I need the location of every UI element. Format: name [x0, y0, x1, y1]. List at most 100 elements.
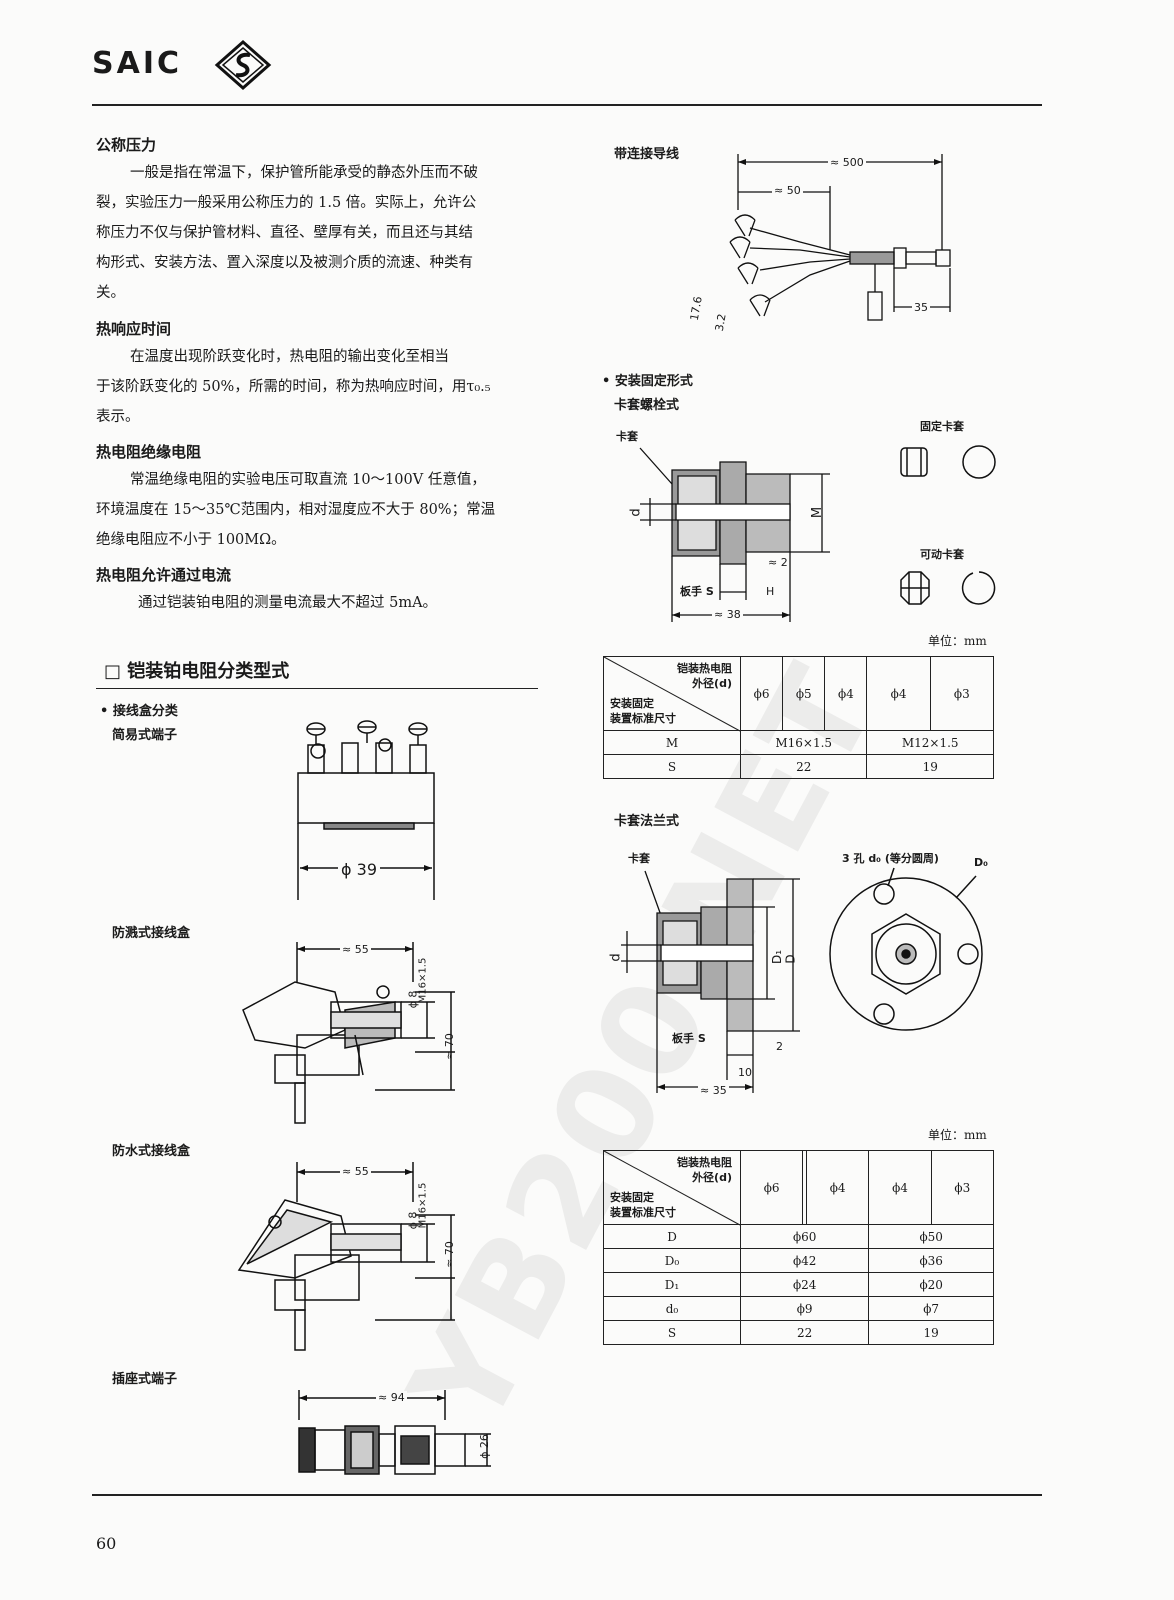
label-simple-terminal: 简易式端子: [112, 728, 178, 743]
label-waterproof-box: 防水式接线盒: [112, 1144, 191, 1159]
movable-ferrule-icon: [900, 571, 996, 605]
bolt-type-title: 卡套螺栓式: [614, 398, 680, 413]
flange-label-2: 2: [776, 1040, 783, 1053]
cell-value: 22: [739, 1320, 870, 1345]
dim-70-waterproof: ≈ 70: [442, 1241, 456, 1268]
row-label: d₀: [603, 1296, 741, 1321]
dim-55-waterproof: ≈ 55: [340, 1165, 371, 1178]
text-line: 在温度出现阶跃变化时，热电阻的输出变化至相当: [130, 349, 449, 365]
table-row: D₀ ϕ42 ϕ36: [603, 1248, 994, 1273]
label-splash-box: 防溅式接线盒: [112, 926, 191, 941]
para-response-time: 在温度出现阶跃变化时，热电阻的输出变化至相当 于该阶跃变化的 50%，所需的时间…: [96, 342, 556, 432]
text-line: 裂，实验压力一般采用公称压力的 1.5 倍。实际上，允许公: [96, 195, 477, 211]
flange-label-D1: D₁: [770, 949, 785, 965]
brand-name: SAIC: [92, 46, 183, 81]
section-rule: [96, 688, 538, 689]
flange-label-wrench: 板手 S: [672, 1032, 706, 1045]
label-D0: D₀: [974, 856, 988, 869]
col-header: ϕ3: [929, 656, 995, 731]
row-label: S: [603, 754, 741, 779]
flange-label-35: ≈ 35: [698, 1084, 729, 1097]
para-insulation-resistance: 常温绝缘电阻的实验电压可取直流 10～100V 任意值， 环境温度在 15～35…: [96, 465, 556, 555]
flange-label-D: D: [783, 954, 798, 964]
text-line: 关。: [96, 285, 125, 301]
cell-value: ϕ60: [739, 1224, 870, 1249]
label-fixed-ferrule: 固定卡套: [920, 420, 964, 433]
flange-label-d: d: [608, 953, 624, 962]
header-outer-diameter: 铠装热电阻外径(d): [677, 1156, 732, 1184]
label-ferrule: 卡套: [616, 430, 638, 443]
table-row: D₁ ϕ24 ϕ20: [603, 1272, 994, 1297]
label-approx-38: ≈ 38: [712, 608, 743, 621]
dim-m16-splash: M16×1.5: [417, 957, 429, 1004]
unit-label-1: 单位：mm: [928, 634, 987, 648]
label-approx-2: ≈ 2: [768, 556, 788, 569]
row-label: D₁: [603, 1272, 741, 1297]
text-line: 一般是指在常温下，保护管所能承受的静态外压而不破: [130, 165, 478, 181]
cell-value: M16×1.5: [739, 730, 868, 755]
fixed-ferrule-icon: [900, 445, 996, 479]
text-line: 常温绝缘电阻的实验电压可取直流 10～100V 任意值，: [130, 472, 486, 488]
col-header: ϕ4: [824, 656, 868, 731]
table-header-diagonal: 铠装热电阻外径(d) 安装固定装置标准尺寸: [603, 1150, 741, 1226]
dim-50: ≈ 50: [772, 184, 803, 197]
table-header-diagonal: 铠装热电阻外径(d) 安装固定装置标准尺寸: [603, 656, 741, 732]
dim-35: 35: [912, 301, 930, 314]
dim-55-splash: ≈ 55: [340, 943, 371, 956]
text-line: 构形式、安装方法、置入深度以及被测介质的流速、种类有: [96, 255, 473, 271]
cell-value: M12×1.5: [866, 730, 994, 755]
table-row: S 22 19: [603, 754, 994, 779]
flange-type-title: 卡套法兰式: [614, 814, 680, 829]
header-outer-diameter: 铠装热电阻外径(d): [677, 662, 732, 690]
flange-side-drawing: [621, 870, 800, 1093]
page-number: 60: [96, 1534, 117, 1553]
cell-value: ϕ50: [868, 1224, 994, 1249]
cell-value: 19: [868, 1320, 994, 1345]
heading-response-time: 热响应时间: [96, 320, 172, 338]
label-wrench-s: 板手 S: [680, 585, 714, 598]
col-header: ϕ4: [806, 1150, 870, 1225]
text-line: 表示。: [96, 409, 140, 425]
label-d: d: [628, 508, 644, 517]
dim-m16-waterproof: M16×1.5: [417, 1182, 429, 1229]
row-label: M: [603, 730, 741, 755]
table-row: D ϕ60 ϕ50: [603, 1224, 994, 1249]
dim-phi26: ϕ 26: [477, 1434, 491, 1459]
heading-insulation-resistance: 热电阻绝缘电阻: [96, 443, 202, 461]
waterproof-box-drawing: [237, 1162, 455, 1351]
text-line: 通过铠装铂电阻的测量电流最大不超过 5mA。: [138, 595, 438, 611]
bolt-type-drawing: [639, 447, 830, 622]
heading-allowable-current: 热电阻允许通过电流: [96, 566, 232, 584]
flange-front-drawing: [829, 867, 983, 1031]
dim-500: ≈ 500: [828, 156, 866, 169]
cell-value: ϕ24: [739, 1272, 870, 1297]
dim-94: ≈ 94: [376, 1391, 407, 1404]
text-line: 于该阶跃变化的 50%，所需的时间，称为热响应时间，用τ₀.₅: [96, 379, 491, 395]
junction-box-bullet: • 接线盒分类: [100, 704, 178, 719]
flange-dimension-table: 铠装热电阻外径(d) 安装固定装置标准尺寸 ϕ6 ϕ4 ϕ4 ϕ3 D ϕ60 …: [603, 1150, 995, 1345]
cell-value: ϕ7: [868, 1296, 994, 1321]
label-flange-ferrule: 卡套: [628, 852, 650, 865]
text-line: 称压力不仅与保护管材料、直径、壁厚有关，而且还与其结: [96, 225, 473, 241]
footer-rule: [92, 1494, 1042, 1496]
dim-70-splash: ≈ 70: [442, 1033, 456, 1060]
row-label: D: [603, 1224, 741, 1249]
flange-label-10: 10: [738, 1066, 752, 1079]
row-label: S: [603, 1320, 741, 1345]
col-header: ϕ4: [866, 656, 931, 731]
unit-label-2: 单位：mm: [928, 1128, 987, 1142]
table-row: d₀ ϕ9 ϕ7: [603, 1296, 994, 1321]
bolt-dimension-table: 铠装热电阻外径(d) 安装固定装置标准尺寸 ϕ6 ϕ5 ϕ4 ϕ4 ϕ3 M M…: [603, 656, 995, 779]
col-header: ϕ3: [930, 1150, 995, 1225]
para-allowable-current: 通过铠装铂电阻的测量电流最大不超过 5mA。: [96, 588, 556, 618]
socket-terminal-drawing: [298, 1390, 491, 1475]
simple-terminal-drawing: [297, 720, 435, 900]
lead-wire-title: 带连接导线: [614, 147, 680, 162]
heading-nominal-pressure: 公称压力: [96, 136, 157, 154]
header-standard-size: 安装固定装置标准尺寸: [610, 1191, 676, 1219]
cell-value: 22: [739, 754, 868, 779]
label-H: H: [766, 585, 775, 598]
header-standard-size: 安装固定装置标准尺寸: [610, 697, 676, 725]
table-row: M M16×1.5 M12×1.5: [603, 730, 994, 755]
splash-box-drawing: [242, 942, 455, 1124]
